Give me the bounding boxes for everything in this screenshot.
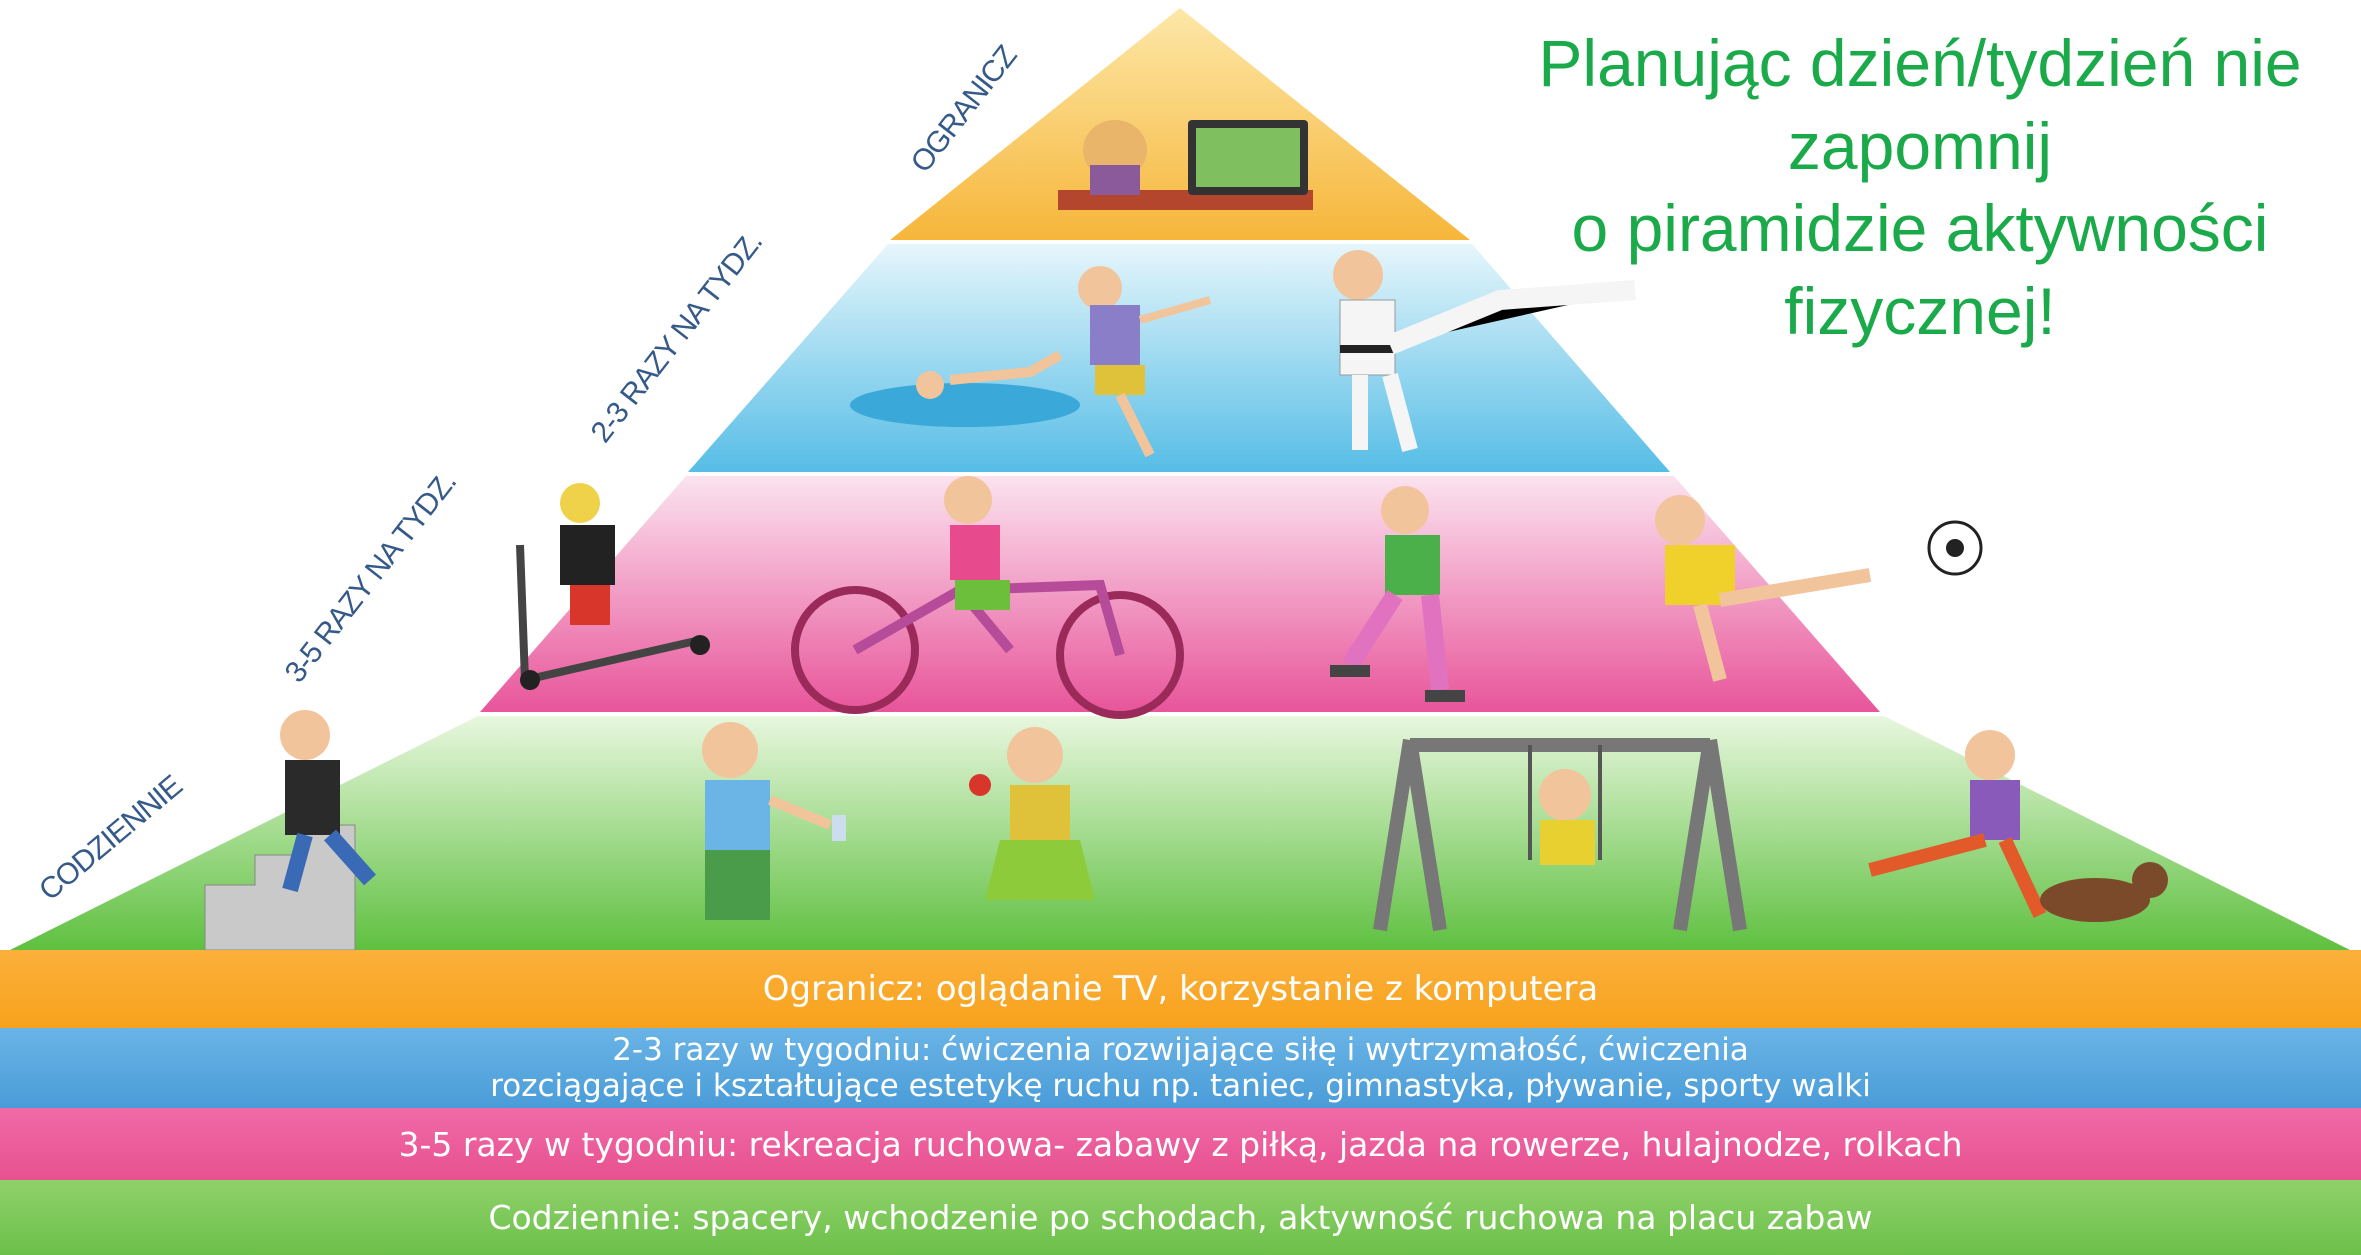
dancer-illustration — [1078, 266, 1212, 458]
tier-3-5-razy — [480, 476, 1880, 712]
stairs-climber-illustration — [204, 710, 376, 950]
headline: Planując dzień/tydzień nie zapomnij o pi… — [1500, 22, 2340, 352]
pyramid-diagram — [10, 8, 2350, 950]
legend-band-codziennie: Codziennie: spacery, wchodzenie po schod… — [0, 1180, 2361, 1255]
dog-walker-illustration — [1868, 730, 2168, 922]
legend-text-2-3-razy-line2: rozciągające i kształtujące estetykę ruc… — [490, 1068, 1871, 1104]
legend-text-2-3-razy-line1: 2-3 razy w tygodniu: ćwiczenia rozwijają… — [612, 1032, 1749, 1068]
schoolgirl-illustration — [969, 727, 1095, 900]
swing-illustration — [1373, 738, 1747, 932]
tier-codziennie — [10, 716, 2350, 950]
headline-line: o piramidzie aktywności — [1571, 191, 2269, 265]
karate-illustration — [1333, 250, 1636, 453]
legend-band-3-5-razy: 3-5 razy w tygodniu: rekreacja ruchowa- … — [0, 1108, 2361, 1180]
swimmer-illustration — [850, 350, 1080, 427]
legend-band-ogranicz: Ogranicz: oglądanie TV, korzystanie z ko… — [0, 950, 2361, 1028]
schoolboy-illustration — [702, 722, 846, 920]
tv-watcher-illustration — [1058, 120, 1313, 210]
scooter-illustration — [516, 483, 710, 690]
bicycle-illustration — [791, 476, 1184, 719]
headline-line: zapomnij — [1787, 108, 2053, 183]
rollerblader-illustration — [1330, 486, 1465, 702]
footballer-illustration — [1655, 495, 1983, 682]
legend-band-2-3-razy: 2-3 razy w tygodniu: ćwiczenia rozwijają… — [0, 1028, 2361, 1108]
legend-text-codziennie: Codziennie: spacery, wchodzenie po schod… — [488, 1198, 1873, 1237]
headline-line: fizycznej! — [1784, 273, 2056, 348]
legend-text-ogranicz: Ogranicz: oglądanie TV, korzystanie z ko… — [762, 969, 1599, 1009]
headline-line: Planując dzień/tydzień nie — [1538, 26, 2302, 100]
tier-ogranicz — [890, 8, 1470, 240]
legend-text-3-5-razy: 3-5 razy w tygodniu: rekreacja ruchowa- … — [398, 1124, 1963, 1164]
